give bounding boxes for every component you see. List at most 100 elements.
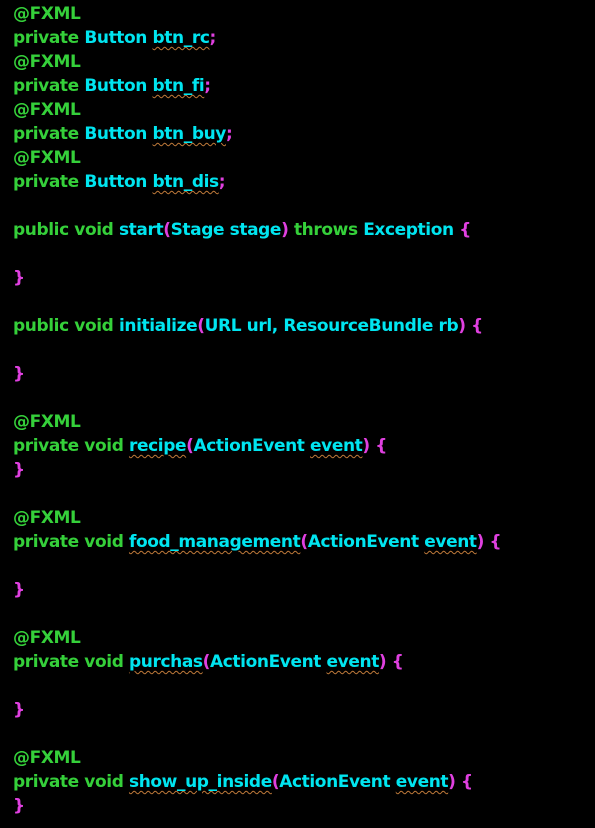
code-token-identifier: Button: [84, 28, 153, 48]
code-token-punctuation: (: [271, 772, 280, 792]
code-token-punctuation: }: [13, 700, 25, 720]
code-token-keyword: private void: [13, 772, 129, 792]
code-token-identifier: event: [424, 532, 477, 552]
blank-line[interactable]: [13, 602, 595, 626]
code-token-identifier: ActionEvent: [279, 772, 396, 792]
blank-line[interactable]: [13, 554, 595, 578]
code-token-punctuation: (: [202, 652, 211, 672]
code-token-punctuation: ) {: [378, 652, 404, 672]
blank-line[interactable]: [13, 386, 595, 410]
code-line[interactable]: public void initialize(URL url, Resource…: [13, 314, 595, 338]
blank-line[interactable]: [13, 194, 595, 218]
code-token-punctuation: }: [13, 268, 25, 288]
code-line[interactable]: @FXML: [13, 146, 595, 170]
blank-line[interactable]: [13, 674, 595, 698]
code-token-keyword: private void: [13, 436, 129, 456]
code-token-keyword: private: [13, 28, 85, 48]
code-line[interactable]: private void show_up_inside(ActionEvent …: [13, 770, 595, 794]
code-token-punctuation: ) {: [362, 436, 387, 456]
code-line[interactable]: }: [13, 698, 595, 722]
code-line[interactable]: }: [13, 794, 595, 818]
code-token-annotation: @FXML: [13, 412, 81, 432]
code-token-punctuation: ) {: [476, 532, 502, 552]
blank-line[interactable]: [13, 338, 595, 362]
code-token-punctuation: }: [13, 796, 25, 816]
code-line[interactable]: private Button btn_dis;: [13, 170, 595, 194]
code-line[interactable]: private Button btn_buy;: [13, 122, 595, 146]
code-line[interactable]: }: [13, 578, 595, 602]
code-token-identifier: btn_fi: [152, 76, 205, 96]
code-token-identifier: URL url, ResourceBundle rb: [204, 316, 459, 336]
code-token-keyword: public void: [13, 220, 119, 240]
code-line[interactable]: private void food_management(ActionEvent…: [13, 530, 595, 554]
code-token-punctuation: ;: [225, 124, 233, 144]
code-token-keyword: private: [13, 76, 85, 96]
code-token-identifier: initialize: [118, 316, 198, 336]
code-line[interactable]: }: [13, 266, 595, 290]
code-token-keyword: private: [13, 172, 85, 192]
blank-line[interactable]: [13, 290, 595, 314]
code-line[interactable]: }: [13, 458, 595, 482]
code-token-identifier: event: [395, 772, 449, 792]
code-line[interactable]: public void start(Stage stage) throws Ex…: [13, 218, 595, 242]
code-token-identifier: start: [118, 220, 164, 240]
code-token-identifier: event: [310, 436, 363, 456]
blank-line[interactable]: [13, 242, 595, 266]
code-line[interactable]: private Button btn_fi;: [13, 74, 595, 98]
code-token-annotation: @FXML: [13, 508, 81, 528]
code-token-punctuation: }: [13, 364, 25, 384]
code-token-punctuation: }: [13, 460, 25, 480]
code-line[interactable]: @FXML: [13, 746, 595, 770]
code-line[interactable]: private Button btn_rc;: [13, 26, 595, 50]
code-token-identifier: Stage stage: [170, 220, 282, 240]
code-line[interactable]: @FXML: [13, 2, 595, 26]
code-token-punctuation: ) {: [448, 772, 473, 792]
code-token-punctuation: (: [186, 436, 194, 456]
code-token-identifier: Button: [84, 76, 153, 96]
code-token-identifier: purchas: [128, 652, 203, 672]
code-token-identifier: show_up_inside: [128, 772, 272, 792]
code-token-keyword: public void: [13, 316, 119, 336]
code-token-punctuation: ;: [204, 76, 211, 96]
code-token-keyword: private void: [13, 532, 129, 552]
code-token-annotation: @FXML: [13, 52, 81, 72]
blank-line[interactable]: [13, 482, 595, 506]
code-line[interactable]: private void recipe(ActionEvent event) {: [13, 434, 595, 458]
code-line[interactable]: @FXML: [13, 98, 595, 122]
code-token-identifier: Exception: [363, 220, 460, 240]
code-token-identifier: Button: [84, 124, 153, 144]
code-token-keyword: private void: [13, 652, 129, 672]
code-token-identifier: event: [326, 652, 380, 672]
code-token-identifier: recipe: [128, 436, 187, 456]
code-token-identifier: ActionEvent: [307, 532, 425, 552]
code-token-annotation: @FXML: [13, 4, 81, 24]
code-token-punctuation: {: [459, 220, 471, 240]
code-token-annotation: @FXML: [13, 100, 81, 120]
code-token-identifier: Button: [84, 172, 153, 192]
code-token-identifier: btn_rc: [152, 28, 210, 48]
code-token-punctuation: ) {: [458, 316, 483, 336]
code-token-punctuation: (: [300, 532, 308, 552]
code-token-punctuation: (: [197, 316, 205, 336]
code-token-identifier: food_management: [128, 532, 301, 552]
code-token-punctuation: }: [13, 580, 25, 600]
code-token-punctuation: (: [163, 220, 171, 240]
code-token-punctuation: ;: [209, 28, 217, 48]
code-line[interactable]: @FXML: [13, 50, 595, 74]
code-token-punctuation: ;: [218, 172, 226, 192]
code-token-punctuation: ): [281, 220, 294, 240]
code-token-identifier: btn_dis: [152, 172, 220, 192]
code-token-annotation: @FXML: [13, 628, 81, 648]
code-line[interactable]: @FXML: [13, 626, 595, 650]
code-token-annotation: @FXML: [13, 748, 81, 768]
code-line[interactable]: @FXML: [13, 506, 595, 530]
code-token-keyword: private: [13, 124, 85, 144]
code-line[interactable]: private void purchas(ActionEvent event) …: [13, 650, 595, 674]
code-token-annotation: @FXML: [13, 148, 81, 168]
blank-line[interactable]: [13, 722, 595, 746]
code-token-identifier: ActionEvent: [210, 652, 327, 672]
code-token-keyword: throws: [293, 220, 364, 240]
code-line[interactable]: @FXML: [13, 410, 595, 434]
code-line[interactable]: }: [13, 362, 595, 386]
